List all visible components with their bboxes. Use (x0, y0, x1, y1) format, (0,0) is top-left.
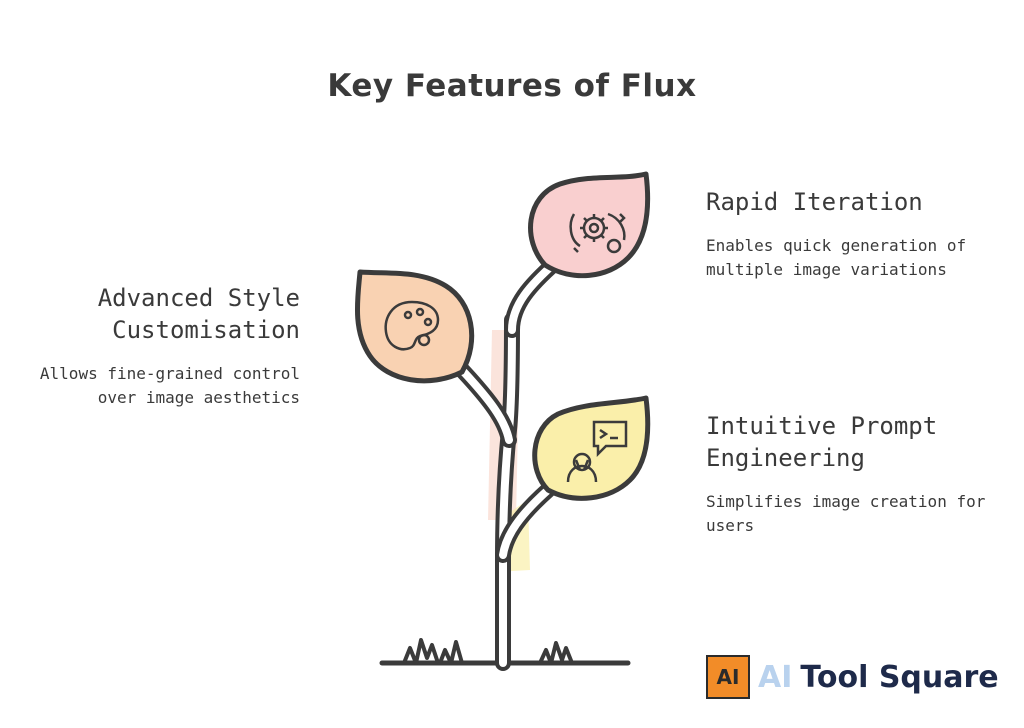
feature-desc-line: Enables quick generation of (706, 236, 967, 255)
logo-rest-text: Tool Square (800, 659, 999, 695)
feature-title-line: Customisation (112, 316, 300, 344)
feature-title-advanced-style: Advanced Style Customisation (40, 282, 300, 346)
feature-title-intuitive-prompt: Intuitive Prompt Engineering (706, 410, 937, 474)
leaf-intuitive-prompt (532, 395, 651, 501)
feature-desc-line: over image aesthetics (97, 388, 300, 407)
gears-cycle-icon (569, 212, 626, 254)
grass-right (538, 641, 574, 665)
brand-logo: AI AI Tool Square (706, 654, 999, 700)
feature-desc-rapid-iteration: Enables quick generation of multiple ima… (706, 234, 966, 282)
feature-title-rapid-iteration: Rapid Iteration (706, 186, 923, 218)
feature-desc-line: Simplifies image creation for (706, 492, 986, 511)
feature-desc-advanced-style: Allows fine-grained control over image a… (20, 362, 300, 410)
feature-title-line: Rapid Iteration (706, 188, 923, 216)
feature-title-line: Advanced Style (97, 284, 300, 312)
feature-desc-intuitive-prompt: Simplifies image creation for users (706, 490, 985, 538)
feature-title-line: Intuitive Prompt (706, 412, 938, 440)
branch-right-inner (499, 486, 552, 559)
grass-left (402, 638, 440, 665)
leaf-fill (534, 398, 648, 499)
branch-left-inner (458, 366, 513, 444)
logo-ai-text: AI (758, 659, 793, 695)
prompt-chat-icon (566, 420, 628, 483)
feature-title-line: Engineering (706, 444, 865, 472)
palette-icon (384, 300, 440, 351)
grass-left-2 (438, 640, 464, 665)
leaf-fill (357, 272, 472, 381)
leaf-outline (354, 269, 475, 384)
page-title: Key Features of Flux (327, 68, 697, 104)
leaf-advanced-style (354, 269, 475, 384)
logo-badge: AI (706, 655, 750, 699)
leaf-outline (528, 171, 651, 279)
feature-desc-line: Allows fine-grained control (39, 364, 300, 383)
leaf-rapid-iteration (528, 171, 651, 279)
feature-desc-line: users (706, 516, 755, 535)
feature-desc-line: multiple image variations (706, 260, 947, 279)
leaf-outline (532, 395, 651, 501)
